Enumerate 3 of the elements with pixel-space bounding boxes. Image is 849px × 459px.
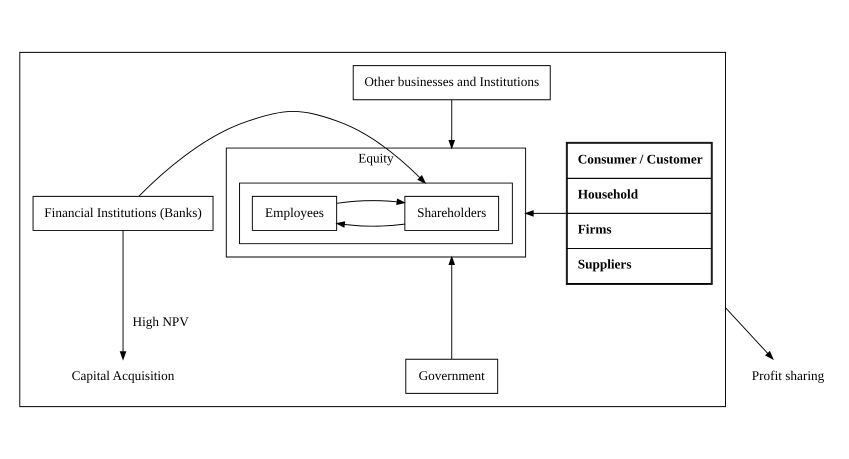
node-text: Profit sharing xyxy=(752,368,824,383)
node-text: Capital Acquisition xyxy=(72,368,174,383)
edge-label: High NPV xyxy=(132,314,189,329)
